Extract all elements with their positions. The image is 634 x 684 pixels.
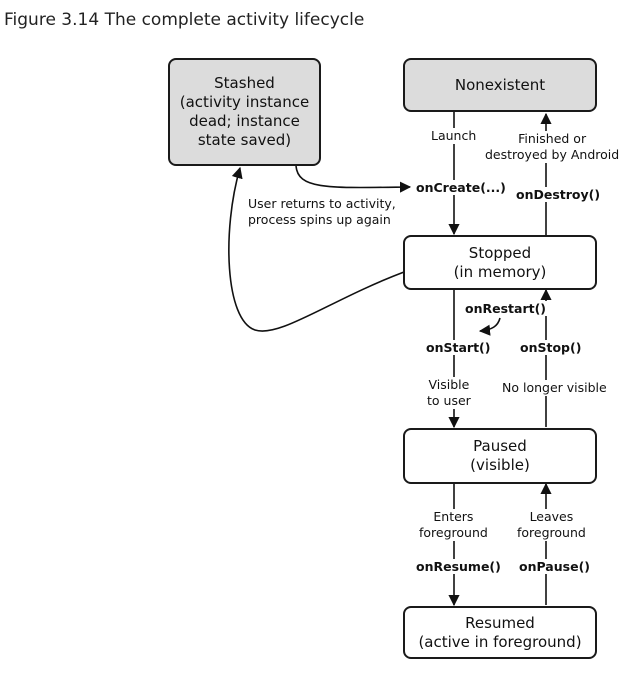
state-stashed: Stashed (activity instance dead; instanc… bbox=[168, 58, 321, 166]
method-on-stop: onStop() bbox=[518, 340, 584, 355]
arrow-stashed-to-create bbox=[295, 165, 412, 193]
label-enters-foreground: Enters foreground bbox=[417, 509, 490, 541]
label-user-returns: User returns to activity, process spins … bbox=[246, 196, 398, 228]
method-on-destroy: onDestroy() bbox=[514, 187, 603, 202]
arrow-restart bbox=[478, 317, 501, 336]
method-on-pause: onPause() bbox=[517, 559, 592, 574]
state-stashed-label: Stashed (activity instance dead; instanc… bbox=[179, 74, 310, 149]
label-visible-to-user: Visible to user bbox=[425, 377, 473, 409]
state-resumed-label: Resumed (active in foreground) bbox=[418, 613, 582, 651]
label-launch: Launch bbox=[429, 128, 479, 144]
state-stopped-label: Stopped (in memory) bbox=[453, 243, 547, 281]
state-stopped: Stopped (in memory) bbox=[403, 235, 597, 290]
method-on-create: onCreate(...) bbox=[414, 180, 508, 195]
method-on-resume: onResume() bbox=[414, 559, 503, 574]
state-paused-label: Paused (visible) bbox=[470, 437, 530, 474]
label-leaves-foreground: Leaves foreground bbox=[515, 509, 588, 541]
state-nonexistent-label: Nonexistent bbox=[454, 75, 546, 94]
arrow-stopped-to-stashed bbox=[228, 166, 405, 332]
label-finished: Finished or destroyed by Android bbox=[483, 131, 622, 163]
state-nonexistent: Nonexistent bbox=[403, 58, 597, 112]
state-paused: Paused (visible) bbox=[403, 428, 597, 484]
figure-caption: Figure 3.14 The complete activity lifecy… bbox=[4, 10, 365, 30]
label-no-longer-visible: No longer visible bbox=[500, 380, 609, 396]
state-resumed: Resumed (active in foreground) bbox=[403, 606, 597, 659]
method-on-restart: onRestart() bbox=[463, 301, 549, 316]
method-on-start: onStart() bbox=[424, 340, 493, 355]
